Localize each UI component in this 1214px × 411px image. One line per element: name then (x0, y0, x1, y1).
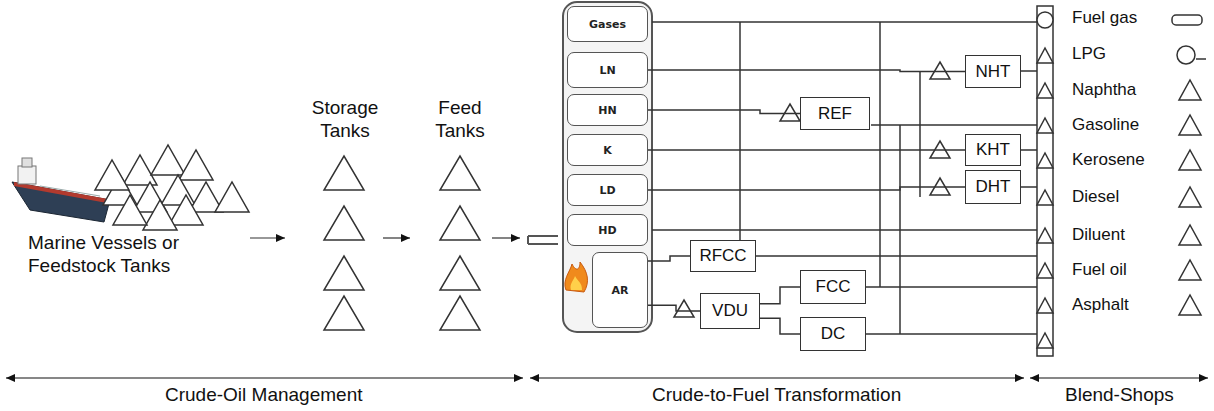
unit-label: Gases (589, 18, 626, 31)
column-section: HN (567, 94, 648, 126)
unit-label: HN (598, 104, 616, 117)
tank-symbol (1037, 333, 1053, 348)
tank-symbol (324, 296, 364, 330)
tank-symbol (440, 156, 480, 190)
product-name: Kerosene (1072, 150, 1145, 170)
process-box: FCC (800, 270, 866, 304)
column-section: LN (567, 52, 648, 88)
tank-symbol (1037, 228, 1053, 243)
tank-symbol (324, 256, 364, 290)
product-name: Diluent (1072, 225, 1125, 245)
tank-symbol (1037, 83, 1053, 98)
group-label: Marine Vessels or Feedstock Tanks (28, 232, 218, 278)
tank-symbol (1179, 225, 1201, 245)
tank-symbol (1037, 263, 1053, 278)
tank-symbol (1179, 150, 1201, 170)
tank-symbols (95, 48, 1201, 348)
process-box: REF (800, 97, 870, 130)
column-section: Gases (567, 6, 648, 42)
product-name: Fuel gas (1072, 8, 1137, 28)
pipe-line (648, 187, 965, 190)
unit-label: REF (818, 104, 852, 124)
product-name: Fuel oil (1072, 260, 1127, 280)
unit-label: KHT (976, 140, 1010, 160)
tank-symbol (1037, 190, 1053, 205)
column-section: K (567, 134, 648, 166)
stage-label: Crude-to-Fuel Transformation (648, 384, 905, 407)
feed-pipe (527, 236, 529, 244)
tank-symbol (440, 256, 480, 290)
stage-label: Crude-Oil Management (161, 384, 366, 407)
product-name: LPG (1072, 44, 1106, 64)
unit-label: DHT (976, 177, 1011, 197)
process-box: RFCC (690, 240, 756, 272)
tank-symbol (179, 150, 213, 180)
tank-symbol (1037, 48, 1053, 63)
unit-label: HD (598, 224, 616, 237)
tank-symbol (440, 206, 480, 240)
product-name: Asphalt (1072, 295, 1129, 315)
pipe-line (648, 110, 800, 114)
distillation-column (563, 2, 652, 332)
blend-header (1037, 6, 1053, 356)
tank-symbol (1179, 260, 1201, 280)
product-name: Gasoline (1072, 115, 1139, 135)
tank-symbol (1179, 80, 1201, 100)
tank-symbol (215, 182, 249, 212)
pipe-line (760, 318, 800, 334)
product-name: Diesel (1072, 187, 1119, 207)
process-box: DHT (965, 170, 1021, 204)
gas-holder (1037, 12, 1053, 28)
tank-symbol (1037, 118, 1053, 133)
tank-symbol (1179, 187, 1201, 207)
column-section: AR (592, 252, 648, 328)
stage-label: Blend-Shops (1061, 384, 1178, 407)
unit-label: LD (599, 184, 615, 197)
unit-label: RFCC (699, 246, 746, 266)
process-box: VDU (700, 293, 760, 329)
process-box: KHT (965, 134, 1021, 166)
tank-symbol (1179, 115, 1201, 135)
unit-label: NHT (976, 62, 1011, 82)
column-section: LD (567, 174, 648, 206)
furnace-fire (565, 262, 588, 292)
unit-label: LN (599, 64, 615, 77)
unit-label: AR (612, 284, 629, 297)
group-label: Feed Tanks (415, 97, 505, 143)
pipe-line (648, 70, 965, 72)
pipe-line (760, 287, 800, 304)
tank-symbol (780, 104, 800, 121)
unit-label: FCC (816, 277, 851, 297)
process-box: DC (800, 317, 866, 351)
group-label: Storage Tanks (300, 97, 390, 143)
process-box: NHT (965, 55, 1021, 88)
product-symbols (1172, 15, 1206, 64)
tank-symbol (169, 195, 203, 225)
tank-symbol (95, 160, 129, 190)
unit-label: VDU (712, 301, 748, 321)
tank-symbol (1179, 295, 1201, 315)
range-arrow (6, 377, 1208, 378)
tank-symbol (1037, 298, 1053, 313)
unit-label: K (603, 144, 612, 157)
unit-label: DC (821, 324, 846, 344)
tank-symbol (930, 62, 950, 79)
tank-symbol (324, 206, 364, 240)
pipe-line (648, 256, 690, 261)
tank-symbol (674, 300, 694, 317)
process-lines (652, 22, 1038, 334)
tank-symbol (151, 145, 185, 175)
column-section: HD (567, 214, 648, 246)
tank-symbol (324, 156, 364, 190)
tank-symbol (1037, 153, 1053, 168)
tank-symbol (440, 296, 480, 330)
pipe-line (648, 149, 965, 151)
tank-symbol (113, 195, 147, 225)
tank-symbol (123, 155, 157, 185)
product-name: Naphtha (1072, 80, 1136, 100)
feed-pipe (528, 236, 558, 244)
pipe-line (648, 305, 700, 311)
